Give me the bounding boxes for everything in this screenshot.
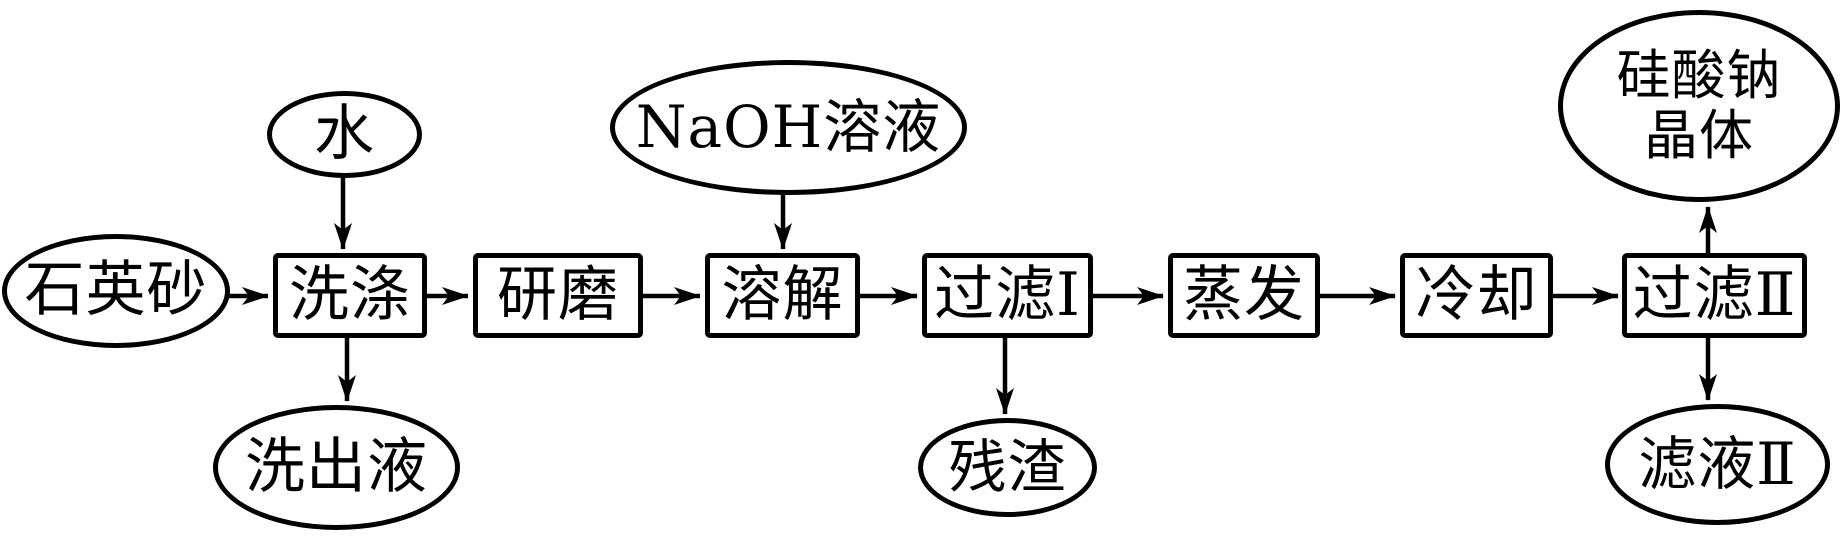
node-washout-liquid: 洗出液 [213, 405, 460, 530]
node-filter-1-label: 过滤Ⅰ [934, 259, 1081, 330]
node-sodium-silicate-crystal-label: 硅酸钠 晶体 [1616, 43, 1782, 167]
node-washout-liquid-label: 洗出液 [245, 431, 428, 502]
node-naoh-solution-label: NaOH溶液 [635, 93, 942, 162]
node-water: 水 [267, 91, 422, 178]
node-evaporate-label: 蒸发 [1183, 259, 1305, 330]
node-filter-1: 过滤Ⅰ [922, 253, 1093, 338]
node-wash: 洗涤 [273, 253, 427, 338]
node-filtrate-2-label: 滤液Ⅱ [1638, 430, 1797, 499]
node-evaporate: 蒸发 [1168, 253, 1320, 338]
node-sodium-silicate-crystal: 硅酸钠 晶体 [1558, 10, 1840, 202]
node-water-label: 水 [314, 98, 375, 169]
node-quartz-sand-label: 石英砂 [24, 255, 208, 326]
node-cool-label: 冷却 [1415, 259, 1538, 330]
node-residue: 残渣 [918, 418, 1097, 517]
node-dissolve: 溶解 [705, 253, 860, 338]
node-cool: 冷却 [1400, 253, 1553, 338]
node-filtrate-2: 滤液Ⅱ [1605, 404, 1830, 525]
node-filter-2: 过滤Ⅱ [1622, 253, 1807, 338]
node-quartz-sand: 石英砂 [2, 234, 230, 348]
node-naoh-solution: NaOH溶液 [610, 60, 967, 195]
node-filter-2-label: 过滤Ⅱ [1632, 259, 1797, 330]
node-grind-label: 研磨 [497, 259, 619, 330]
node-residue-label: 残渣 [948, 433, 1067, 502]
node-grind: 研磨 [473, 253, 643, 338]
node-wash-label: 洗涤 [289, 259, 411, 330]
node-dissolve-label: 溶解 [721, 259, 844, 330]
